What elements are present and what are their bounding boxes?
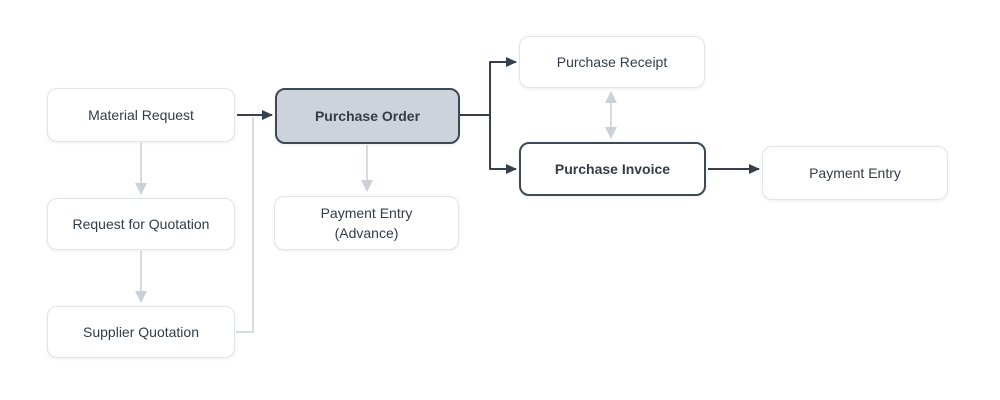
node-purchase-order: Purchase Order — [275, 88, 460, 144]
node-request-for-quotation: Request for Quotation — [47, 198, 235, 250]
node-purchase-receipt-label: Purchase Receipt — [556, 54, 668, 70]
node-supplier-quotation: Supplier Quotation — [47, 306, 235, 358]
node-material-request: Material Request — [47, 88, 235, 142]
node-purchase-receipt: Purchase Receipt — [519, 36, 705, 88]
node-payment-entry-label: Payment Entry — [809, 165, 901, 181]
node-payment-entry-advance-label-line2: (Advance) — [334, 225, 399, 241]
edge-supplier-quotation-purchase-order — [236, 117, 254, 333]
node-purchase-invoice-label: Purchase Invoice — [554, 161, 671, 177]
node-payment-entry: Payment Entry — [762, 146, 948, 200]
edge-purchase-order-purchase-invoice — [489, 115, 517, 174]
node-request-for-quotation-label: Request for Quotation — [72, 216, 210, 232]
node-purchase-invoice: Purchase Invoice — [519, 142, 706, 196]
edge-purchase-order-purchase-receipt — [489, 57, 517, 115]
node-material-request-label: Material Request — [88, 107, 194, 123]
node-purchase-order-label: Purchase Order — [314, 108, 421, 124]
node-supplier-quotation-label: Supplier Quotation — [83, 324, 199, 340]
node-payment-entry-advance: Payment Entry (Advance) — [274, 196, 459, 250]
node-payment-entry-advance-label-line1: Payment Entry — [320, 205, 413, 221]
